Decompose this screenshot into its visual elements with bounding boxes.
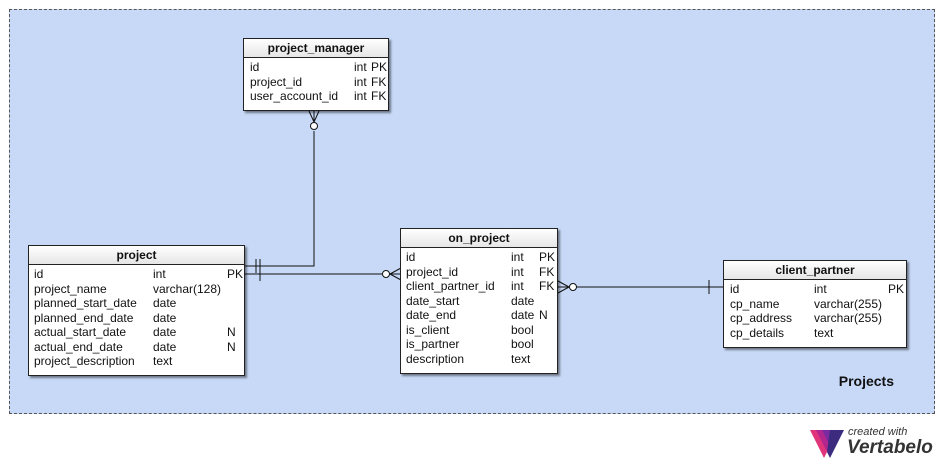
column-name: project_name	[34, 281, 107, 296]
column-name: id	[250, 60, 260, 74]
column-type: text	[814, 325, 834, 340]
column-name: project_description	[34, 354, 135, 368]
column-type: int	[354, 60, 367, 74]
column-type: text	[511, 351, 531, 366]
column-type: varchar(255)	[814, 311, 883, 325]
column-key: FK	[539, 279, 555, 293]
column-type: text	[153, 354, 173, 368]
column-type: date	[153, 296, 177, 310]
column-name: planned_end_date	[34, 310, 134, 325]
table-row: date_start date	[401, 294, 557, 309]
table-row: user_account_id int FK	[244, 89, 388, 104]
column-name: planned_start_date	[34, 296, 137, 310]
column-null: N	[227, 325, 236, 339]
rel-cp-crowfoot	[557, 280, 570, 294]
column-type: varchar(128)	[153, 281, 222, 296]
column-name: cp_address	[730, 311, 793, 325]
column-name: project_id	[406, 264, 459, 279]
column-type: date	[153, 325, 177, 339]
column-name: client_partner_id	[406, 279, 495, 293]
table-title: client_partner	[724, 261, 906, 280]
column-name: date_end	[406, 308, 457, 322]
column-type: varchar(255)	[814, 296, 883, 311]
table-title: project_manager	[244, 39, 388, 58]
branding-small-text: created with	[848, 426, 908, 438]
table-row: cp_details text	[724, 326, 906, 341]
rel-project-project-manager	[245, 131, 315, 267]
table-row: planned_start_date date	[29, 296, 244, 311]
column-name: is_client	[406, 322, 450, 337]
table-row: id int PK	[244, 60, 388, 75]
column-type: int	[153, 267, 166, 281]
rel-op-optional-circle	[382, 270, 390, 278]
rel-pm-optional-circle	[310, 122, 318, 130]
column-name: description	[406, 351, 465, 366]
table-on-project[interactable]: on_project id int PK project_id int FK c…	[400, 228, 558, 374]
column-name: id	[730, 282, 740, 296]
column-key: PK	[539, 250, 556, 264]
column-key: FK	[371, 74, 387, 89]
vertabelo-logo: created with Vertabelo	[810, 424, 940, 462]
column-type: date	[511, 293, 535, 308]
table-row: description text	[401, 352, 557, 367]
column-type: date	[153, 339, 177, 354]
column-name: project_id	[250, 74, 303, 89]
column-key: PK	[371, 60, 388, 74]
column-type: bool	[511, 337, 534, 351]
table-row: actual_start_date date N	[29, 325, 244, 340]
column-key: PK	[227, 267, 244, 281]
table-row: client_partner_id int FK	[401, 279, 557, 294]
table-row: project_name varchar(128)	[29, 282, 244, 297]
table-client-partner[interactable]: client_partner id int PK cp_name varchar…	[723, 260, 907, 348]
column-name: cp_details	[730, 325, 785, 340]
vertabelo-mark-icon	[810, 430, 844, 458]
column-key: PK	[888, 282, 905, 296]
table-row: id int PK	[724, 282, 906, 297]
table-project-manager[interactable]: project_manager id int PK project_id int…	[243, 38, 389, 111]
rel-cp-optional-circle	[569, 283, 577, 291]
column-type: int	[354, 74, 367, 89]
column-type: int	[354, 89, 367, 103]
column-name: is_partner	[406, 337, 460, 351]
table-project[interactable]: project id int PK project_name varchar(1…	[28, 245, 245, 376]
column-type: int	[814, 282, 827, 296]
column-type: int	[511, 279, 524, 293]
column-name: id	[34, 267, 44, 281]
column-type: bool	[511, 322, 534, 337]
table-title: on_project	[401, 229, 557, 248]
table-row: planned_end_date date	[29, 311, 244, 326]
table-row: project_description text	[29, 354, 244, 369]
table-row: project_id int FK	[244, 75, 388, 90]
table-row: date_end date N	[401, 308, 557, 323]
subject-area-label: Projects	[838, 373, 894, 389]
table-row: cp_address varchar(255)	[724, 311, 906, 326]
column-key: FK	[539, 264, 555, 279]
column-name: user_account_id	[250, 89, 339, 103]
column-null: N	[227, 339, 236, 354]
column-name: id	[406, 250, 416, 264]
table-row: id int PK	[29, 267, 244, 282]
column-type: date	[511, 308, 535, 322]
table-title: project	[29, 246, 244, 265]
table-row: cp_name varchar(255)	[724, 297, 906, 312]
column-type: int	[511, 250, 524, 264]
rel-pm-crowfoot	[308, 110, 320, 123]
column-name: date_start	[406, 293, 460, 308]
table-row: project_id int FK	[401, 265, 557, 280]
column-type: date	[153, 310, 177, 325]
branding-name: Vertabelo	[847, 437, 933, 458]
table-row: id int PK	[401, 250, 557, 265]
rel-op-crowfoot	[389, 267, 402, 281]
table-row: is_client bool	[401, 323, 557, 338]
column-key: FK	[371, 89, 387, 103]
table-row: actual_end_date date N	[29, 340, 244, 355]
column-name: cp_name	[730, 296, 780, 311]
table-row: is_partner bool	[401, 337, 557, 352]
column-name: actual_end_date	[34, 339, 123, 354]
column-type: int	[511, 264, 524, 279]
column-null: N	[539, 308, 548, 322]
column-name: actual_start_date	[34, 325, 127, 339]
